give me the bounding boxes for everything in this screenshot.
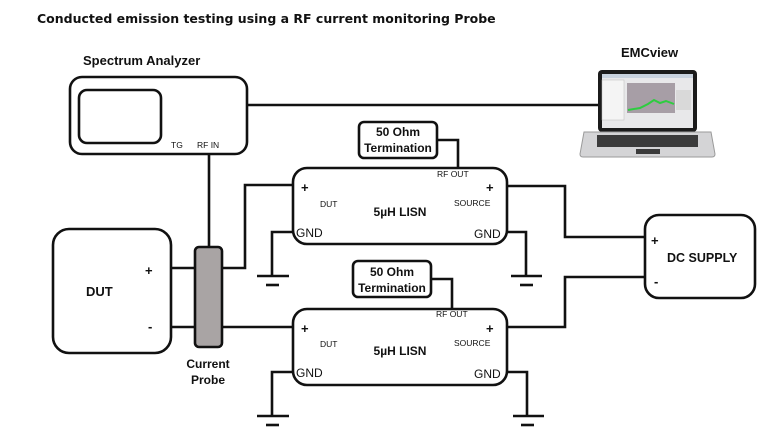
wire-lisn-bottom-supply-minus xyxy=(507,275,645,329)
lisn-bottom-gnd-left: GND xyxy=(296,366,323,380)
wire-lisn-top-gnd-right xyxy=(507,230,528,276)
current-probe: Current Probe xyxy=(186,245,230,387)
termination-bottom-box xyxy=(351,259,433,299)
lisn-top-plus-right: + xyxy=(486,180,494,195)
spectrum-analyzer-screen xyxy=(77,88,163,145)
lisn-bottom-dut: DUT xyxy=(320,339,337,349)
wire-probe-lisn-top xyxy=(222,183,293,270)
lisn-top-label: 5µH LISN xyxy=(374,205,427,219)
wire-termination-top xyxy=(437,138,460,168)
spectrum-analyzer: Spectrum Analyzer TG RF IN xyxy=(68,53,249,156)
screen-sidebar xyxy=(601,79,625,121)
screen-titlebar xyxy=(602,74,693,78)
wire-lisn-bottom-gnd-left xyxy=(270,370,293,416)
screen-panel xyxy=(676,90,691,110)
termination-top-line1: 50 Ohm xyxy=(376,125,420,139)
lisn-bottom-body xyxy=(291,307,509,387)
lisn-bottom: RF OUT + + DUT SOURCE 5µH LISN GND GND xyxy=(291,307,509,387)
wires xyxy=(170,103,645,427)
wire-lisn-top-gnd-left xyxy=(270,230,293,276)
lisn-bottom-plus-right: + xyxy=(486,321,494,336)
current-probe-label-line2: Probe xyxy=(191,373,225,387)
current-probe-body xyxy=(193,245,224,349)
termination-top-box xyxy=(357,120,439,160)
dut: DUT + - xyxy=(51,227,173,355)
lisn-bottom-label: 5µH LISN xyxy=(374,344,427,358)
dut-plus: + xyxy=(145,263,153,278)
dut-minus: - xyxy=(148,319,152,334)
wire-termination-bottom xyxy=(431,277,454,309)
port-tg-label: TG xyxy=(171,140,183,150)
dut-label: DUT xyxy=(86,284,113,299)
lisn-top: RF OUT + + DUT SOURCE 5µH LISN GND GND xyxy=(291,166,509,246)
termination-bottom: 50 Ohm Termination xyxy=(351,259,433,299)
diagram-title: Conducted emission testing using a RF cu… xyxy=(37,11,496,26)
lisn-bottom-gnd-right: GND xyxy=(474,367,501,381)
lisn-bottom-source: SOURCE xyxy=(454,338,491,348)
lisn-bottom-rf-out: RF OUT xyxy=(436,309,468,319)
dut-body xyxy=(51,227,173,355)
emcview-label: EMCview xyxy=(621,45,679,60)
lisn-top-source: SOURCE xyxy=(454,198,491,208)
screen-trace xyxy=(627,98,675,111)
lisn-top-plus-left: + xyxy=(301,180,309,195)
lisn-top-gnd-left: GND xyxy=(296,226,323,240)
laptop-keyboard xyxy=(597,135,698,147)
wire-lisn-top-supply-plus xyxy=(507,184,645,239)
lisn-top-gnd-right: GND xyxy=(474,227,501,241)
dc-supply-plus: + xyxy=(651,233,659,248)
termination-top-line2: Termination xyxy=(364,141,432,155)
lisn-bottom-plus-left: + xyxy=(301,321,309,336)
lisn-top-rf-out: RF OUT xyxy=(437,169,469,179)
termination-bottom-line1: 50 Ohm xyxy=(370,265,414,279)
lisn-top-dut: DUT xyxy=(320,199,337,209)
laptop-trackpad xyxy=(636,149,660,154)
dc-supply-label: DC SUPPLY xyxy=(667,251,738,265)
lisn-top-body xyxy=(291,166,509,246)
termination-bottom-line2: Termination xyxy=(358,281,426,295)
spectrum-analyzer-label: Spectrum Analyzer xyxy=(83,53,200,68)
current-probe-label-line1: Current xyxy=(186,357,229,371)
emcview-laptop: EMCview xyxy=(579,45,716,158)
dc-supply: + DC SUPPLY - xyxy=(643,213,757,300)
termination-top: 50 Ohm Termination xyxy=(357,120,439,160)
port-rf-in-label: RF IN xyxy=(197,140,219,150)
wire-lisn-bottom-gnd-right xyxy=(507,370,529,416)
dc-supply-minus: - xyxy=(654,274,658,289)
dc-supply-body xyxy=(643,213,757,300)
